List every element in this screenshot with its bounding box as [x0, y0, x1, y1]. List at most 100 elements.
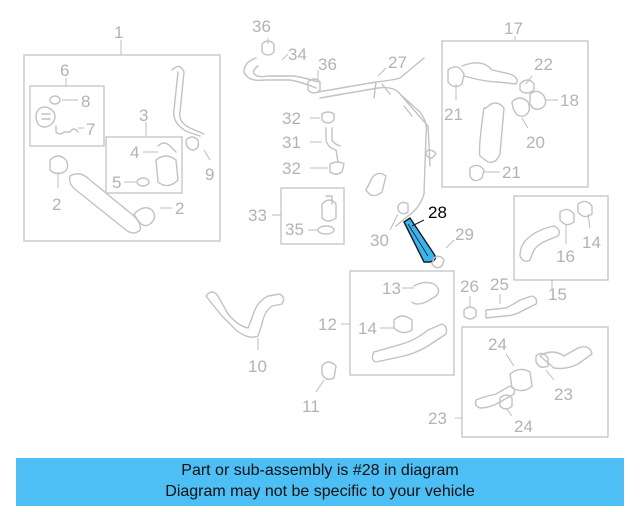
hose-18-lower	[478, 102, 505, 164]
callout-17: 16	[556, 247, 575, 266]
pipe-25	[485, 295, 538, 319]
callout-25: 25	[490, 275, 509, 294]
callout-3: 3	[139, 106, 148, 125]
part-30	[397, 201, 409, 215]
callout-24: 24	[488, 335, 507, 354]
callout-12: 12	[318, 315, 337, 334]
callout-6: 6	[60, 61, 69, 80]
callout-26: 26	[460, 277, 479, 296]
part-16	[577, 200, 593, 218]
callout-36b: 36	[318, 55, 337, 74]
callout-29: 29	[455, 225, 474, 244]
callout-23a: 23	[554, 385, 573, 404]
part-29	[431, 255, 445, 269]
callout-32a: 32	[282, 109, 301, 128]
callout-20b: 21	[502, 163, 521, 182]
part-21-left	[447, 66, 465, 88]
group-15: 15 16 14	[513, 195, 609, 304]
part-21-right	[519, 79, 535, 94]
hose-10	[205, 291, 285, 338]
callout-19: 18	[560, 91, 579, 110]
hose-22-right	[539, 346, 593, 370]
part-20-lower	[469, 164, 485, 182]
callout-30: 30	[370, 231, 389, 250]
thermostat-housing	[155, 155, 179, 187]
hose-top-group-1	[171, 65, 205, 135]
pipe-27-flange	[365, 172, 387, 197]
hose-15	[519, 225, 561, 263]
callout-22: 23	[428, 409, 447, 428]
group-22: 23 24 23 24	[428, 326, 609, 438]
callout-34: 35	[285, 220, 304, 239]
group-33-frame	[280, 187, 345, 245]
group-22-frame	[461, 326, 609, 438]
group-3-frame	[105, 136, 183, 194]
hose-35	[243, 57, 317, 89]
group-15-frame	[513, 195, 609, 281]
callout-21b: 22	[534, 55, 553, 74]
part-2-lower	[133, 207, 156, 227]
callout-13: 13	[382, 279, 401, 298]
callout-1: 1	[114, 23, 123, 42]
callout-16: 14	[582, 233, 601, 252]
group-pipes-top: 36 34 36 27 32 31 32 33 35	[243, 17, 437, 245]
info-banner: Part or sub-assembly is #28 in diagram D…	[16, 458, 624, 506]
part-6	[35, 106, 56, 128]
callout-23b: 24	[514, 417, 533, 436]
callout-36a: 36	[252, 17, 271, 36]
part-11	[321, 361, 337, 381]
hose-13	[411, 281, 440, 305]
callout-9: 9	[205, 165, 214, 184]
group-10-11: 10 11	[205, 291, 337, 416]
callout-2b: 2	[175, 199, 184, 218]
group-1: 1 6 8 7 2 2 3 4 5	[23, 23, 221, 242]
callout-18: 17	[504, 19, 523, 38]
hose-18-upper	[461, 62, 518, 85]
callout-11: 11	[302, 397, 320, 416]
group-12: 12 13 14	[318, 270, 455, 376]
callout-28-highlighted[interactable]: 28	[428, 203, 447, 222]
callout-33: 33	[248, 206, 267, 225]
part-28-hose-highlighted[interactable]	[403, 217, 437, 263]
callout-10: 10	[248, 357, 267, 376]
hose-22-left	[474, 385, 516, 409]
callout-31: 31	[282, 133, 301, 152]
group-1-frame	[23, 54, 221, 242]
banner-line-part: Part or sub-assembly is #28 in diagram	[181, 462, 459, 479]
callout-27: 27	[388, 53, 407, 72]
callout-4: 4	[130, 143, 139, 162]
callout-15: 15	[548, 285, 567, 304]
part-17	[559, 208, 575, 226]
pipe-12	[371, 323, 448, 363]
group-12-frame	[349, 270, 455, 376]
part-14	[393, 315, 413, 334]
callout-14: 14	[358, 319, 377, 338]
hose-group-1	[68, 173, 142, 234]
part-32-lower	[329, 161, 345, 175]
part-23-lower	[499, 394, 513, 410]
part-36-clamp-top	[261, 40, 275, 56]
part-26	[463, 306, 477, 320]
callout-2a: 2	[52, 195, 61, 214]
part-24-tee	[509, 368, 533, 392]
callout-21a: 21	[444, 105, 463, 124]
group-18: 17 21 22 18 20 21	[441, 19, 589, 188]
part-36-clamp	[307, 78, 321, 94]
part-5-oring	[136, 177, 150, 187]
callout-20a: 20	[526, 133, 545, 152]
banner-line-disclaimer: Diagram may not be specific to your vehi…	[165, 483, 475, 500]
pipe-27	[317, 57, 431, 227]
callout-32b: 32	[282, 159, 301, 178]
part-8-ring	[49, 95, 61, 105]
part-34-oring	[317, 225, 335, 235]
part-23-upper	[535, 352, 549, 369]
hose-31	[325, 127, 339, 163]
part-19	[529, 90, 547, 111]
callout-5: 5	[112, 173, 121, 192]
part-9	[185, 136, 200, 151]
part-32-upper	[321, 111, 335, 124]
group-25-26: 26 25	[460, 275, 538, 320]
callout-7: 7	[86, 120, 95, 139]
callout-8: 8	[81, 92, 90, 111]
